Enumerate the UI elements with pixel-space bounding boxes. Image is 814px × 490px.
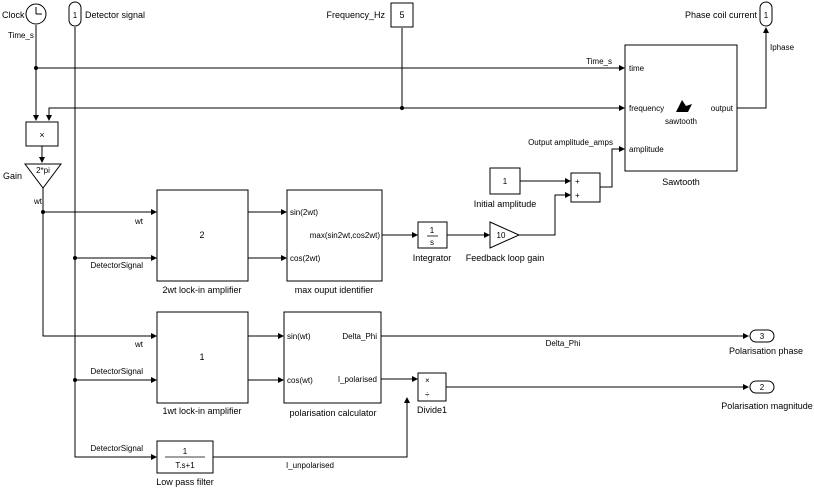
time-signal-label: Time_s — [8, 31, 34, 40]
lockin-1wt-name: 1wt lock-in amplifier — [162, 406, 241, 416]
pol-in-sinwt: sin(wt) — [287, 332, 311, 341]
pol-out-delta-phi: Delta_Phi — [342, 332, 377, 341]
divide-name: Divide1 — [417, 405, 447, 415]
frequency-value: 5 — [399, 10, 404, 20]
lockin-1wt-block[interactable]: 1 1wt lock-in amplifier wt DetectorSigna… — [91, 311, 249, 416]
initial-amplitude-value: 1 — [503, 177, 508, 186]
polarisation-magnitude-outport[interactable]: 2 Polarisation magnitude — [721, 380, 813, 411]
polarisation-phase-label: Polarisation phase — [729, 346, 803, 356]
wire-detector-lpf[interactable] — [74, 27, 157, 460]
lockin-2wt-block[interactable]: 2 2wt lock-in amplifier wt DetectorSigna… — [91, 189, 249, 295]
divide-div-symbol: ÷ — [425, 390, 430, 399]
wire-wt-lockin1[interactable] — [42, 186, 157, 339]
lockin-1wt-in-det: DetectorSignal — [91, 367, 144, 376]
i-unpolarised-wire-label: I_unpolarised — [286, 461, 334, 470]
initial-amplitude-name: Initial amplitude — [474, 199, 537, 209]
matlab-logo-icon — [676, 100, 692, 112]
time-wire-label: Time_s — [586, 57, 612, 66]
integrator-den: s — [430, 238, 434, 247]
low-pass-filter-block[interactable]: 1 T.s+1 Low pass filter DetectorSignal — [91, 440, 214, 487]
clock-label: Clock — [2, 10, 25, 20]
polarisation-magnitude-label: Polarisation magnitude — [721, 401, 813, 411]
phase-coil-outport[interactable]: 1 Phase coil current Iphase — [685, 1, 795, 52]
lpf-num: 1 — [183, 447, 188, 456]
product-symbol: × — [39, 130, 44, 140]
lockin-2wt-name: 2wt lock-in amplifier — [162, 285, 241, 295]
amplitude-wire-label: Output amplitude_amps — [528, 138, 613, 147]
wire-fbgain-sum[interactable] — [519, 192, 571, 236]
gain-block[interactable]: 2*pi Gain wt — [3, 163, 62, 206]
wire-frequency-product[interactable] — [46, 107, 402, 121]
max-out: max(sin2wt,cos2wt) — [310, 231, 381, 240]
clock-block[interactable]: Clock Time_s — [2, 3, 47, 40]
sawtooth-name: Sawtooth — [662, 177, 700, 187]
polarisation-calculator-name: polarisation calculator — [289, 408, 376, 418]
lockin-1wt-in-wt: wt — [134, 340, 144, 349]
divide-mul-symbol: × — [425, 376, 430, 385]
detector-label: Detector signal — [85, 10, 145, 20]
pol-out-i-polarised: I_polarised — [338, 375, 377, 384]
phase-coil-port-number: 1 — [764, 11, 769, 20]
sawtooth-caption: sawtooth — [665, 117, 697, 126]
feedback-gain-name: Feedback loop gain — [466, 253, 545, 263]
frequency-label: Frequency_Hz — [326, 10, 385, 20]
polarisation-magnitude-port-number: 2 — [760, 383, 765, 392]
feedback-gain-value: 10 — [497, 231, 506, 240]
max-in-sin2wt: sin(2wt) — [290, 208, 318, 217]
product-block[interactable]: × — [25, 121, 59, 147]
wire-i-unpolarised[interactable] — [213, 397, 410, 458]
feedback-gain-block[interactable]: 10 Feedback loop gain — [466, 221, 545, 263]
iphase-label: Iphase — [770, 43, 795, 52]
delta-phi-wire-label: Delta_Phi — [546, 339, 581, 348]
sawtooth-block[interactable]: time frequency amplitude output sawtooth… — [624, 44, 738, 187]
wire-sum-amplitude[interactable] — [600, 146, 625, 188]
lpf-name: Low pass filter — [156, 477, 214, 487]
lpf-den: T.s+1 — [175, 461, 195, 470]
integrator-name: Integrator — [413, 253, 452, 263]
sawtooth-out: output — [711, 104, 734, 113]
detector-port-number: 1 — [73, 11, 78, 20]
sawtooth-in-amplitude: amplitude — [629, 145, 664, 154]
integrator-num: 1 — [430, 226, 435, 235]
polarisation-phase-outport[interactable]: 3 Polarisation phase — [729, 329, 803, 356]
phase-coil-label: Phase coil current — [685, 10, 758, 20]
polarisation-phase-port-number: 3 — [760, 332, 765, 341]
clock-icon — [35, 7, 42, 15]
wires — [33, 25, 769, 460]
polarisation-calculator-block[interactable]: sin(wt) cos(wt) Delta_Phi I_polarised po… — [283, 311, 382, 418]
gain-out-signal: wt — [33, 197, 43, 206]
lockin-2wt-value: 2 — [199, 230, 204, 240]
frequency-constant[interactable]: 5 Frequency_Hz — [326, 2, 414, 28]
lockin-2wt-in-wt: wt — [134, 217, 144, 226]
lockin-2wt-in-det: DetectorSignal — [91, 261, 144, 270]
sawtooth-in-time: time — [629, 64, 645, 73]
lpf-in-det: DetectorSignal — [91, 444, 144, 453]
gain-value: 2*pi — [36, 166, 50, 175]
lockin-1wt-value: 1 — [199, 352, 204, 362]
integrator-block[interactable]: 1 s Integrator — [413, 221, 452, 263]
wire-sawtooth-out[interactable] — [737, 27, 769, 109]
gain-label: Gain — [3, 171, 22, 181]
max-output-name: max ouput identifier — [295, 285, 374, 295]
sum-block[interactable]: + + — [570, 172, 601, 203]
sawtooth-in-frequency: frequency — [629, 104, 664, 113]
max-output-block[interactable]: sin(2wt) cos(2wt) max(sin2wt,cos2wt) max… — [286, 189, 383, 295]
detector-inport[interactable]: 1 Detector signal — [68, 1, 145, 27]
divide-block[interactable]: × ÷ Divide1 — [417, 372, 447, 415]
sum-plus-1: + — [575, 177, 580, 186]
max-in-cos2wt: cos(2wt) — [290, 254, 321, 263]
sum-plus-2: + — [575, 191, 580, 200]
pol-in-coswt: cos(wt) — [287, 376, 313, 385]
initial-amplitude-block[interactable]: 1 Initial amplitude — [474, 167, 537, 209]
